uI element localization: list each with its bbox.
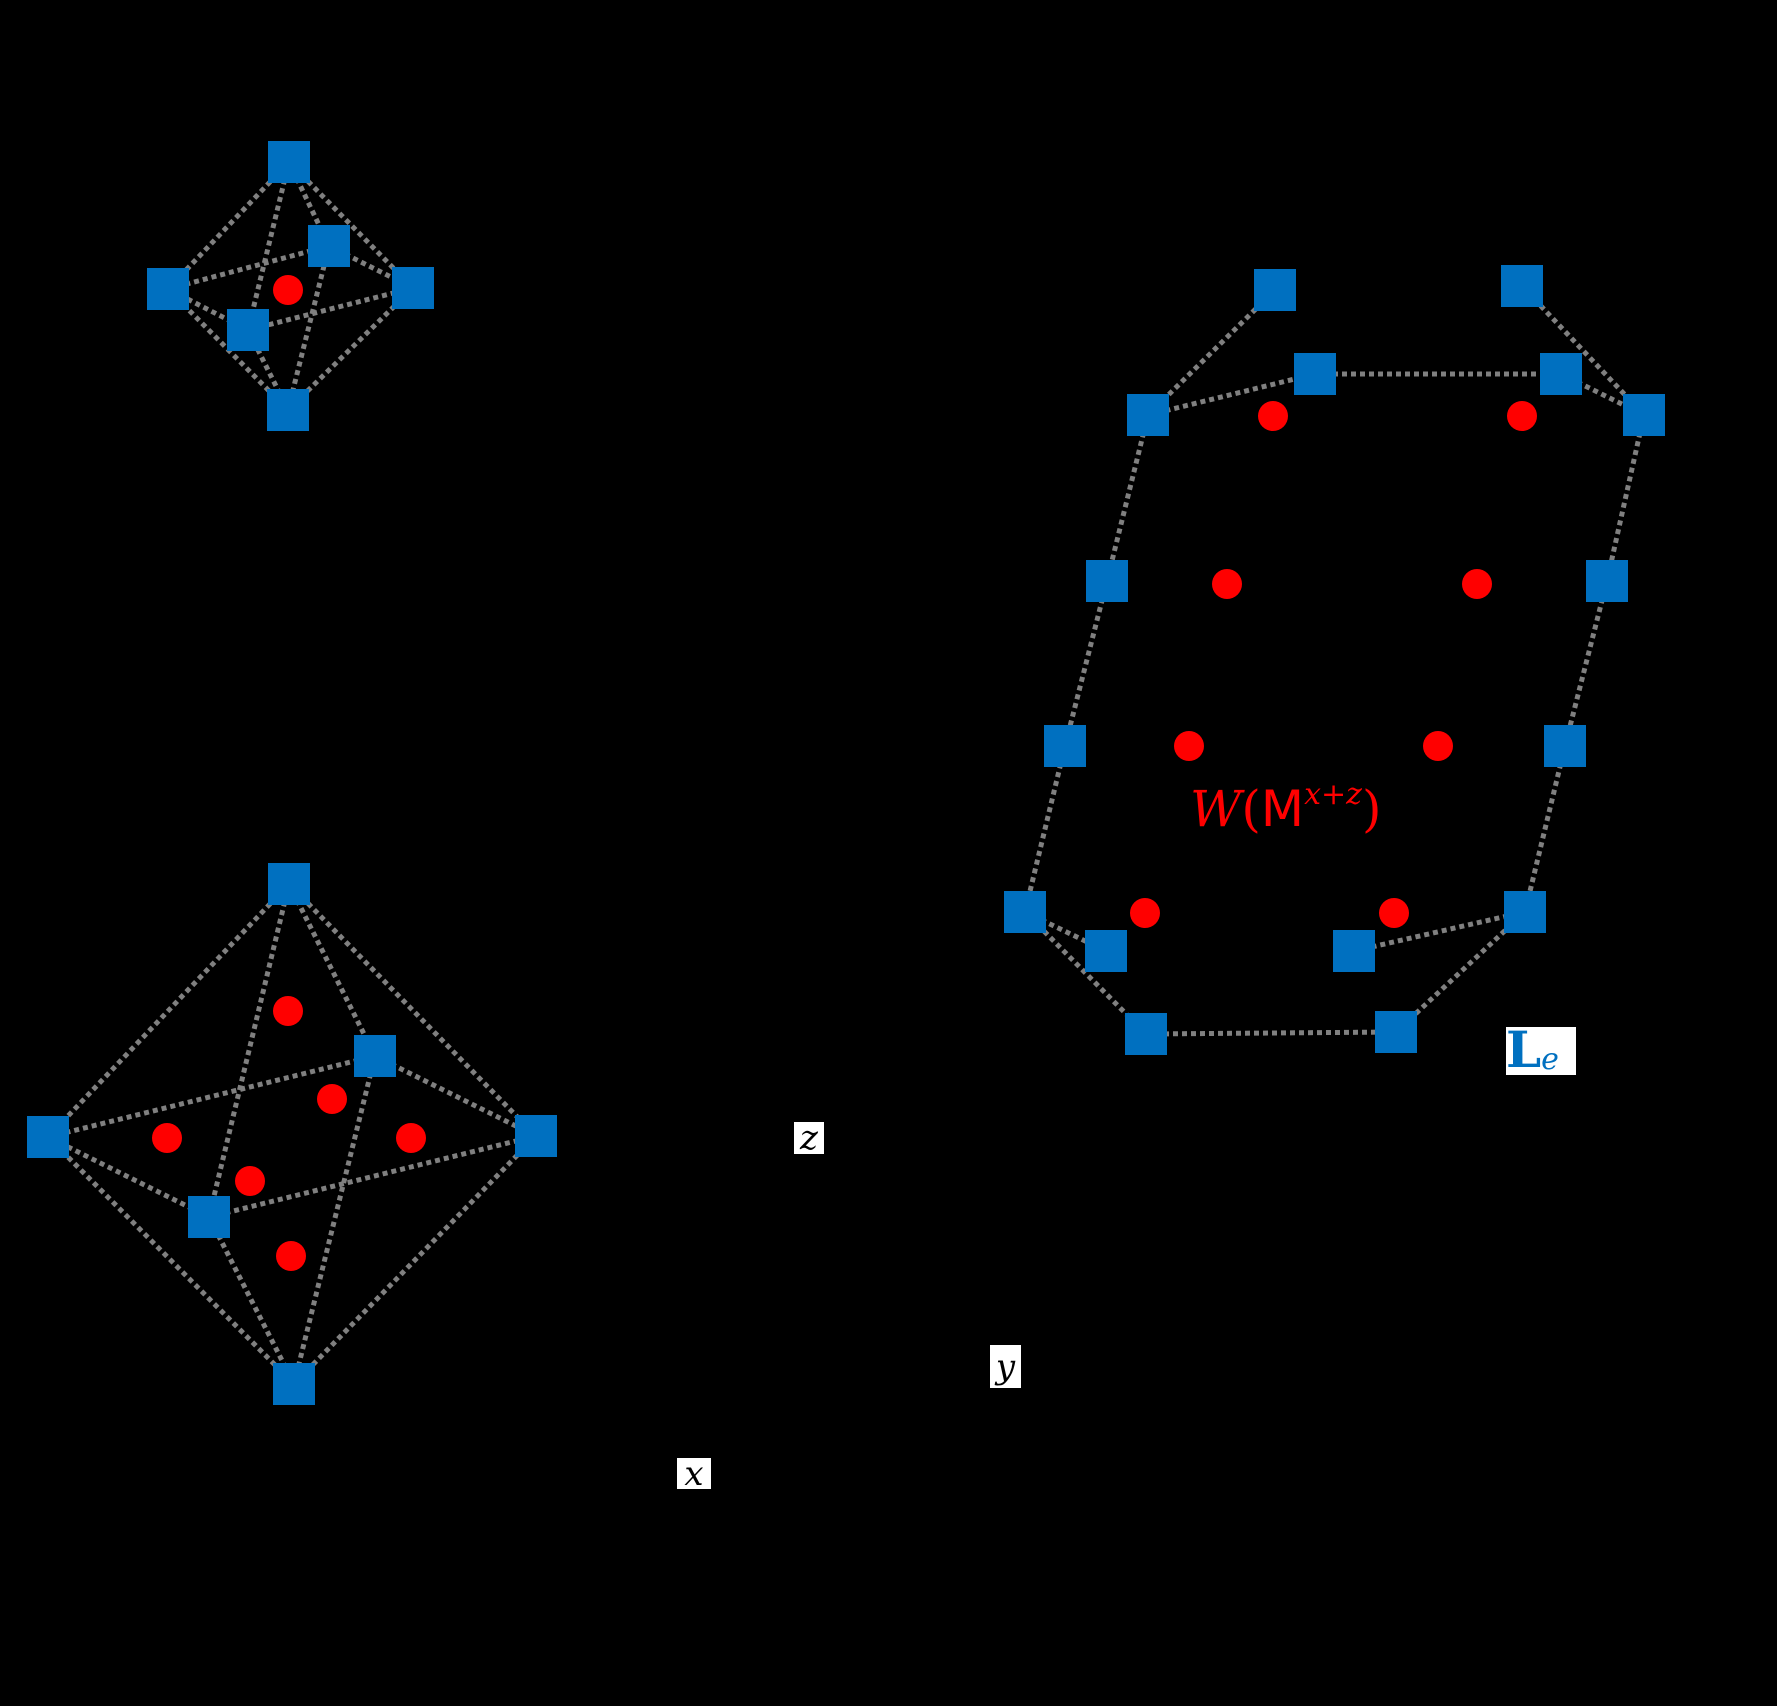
- prism-lattice-red-dot: [1174, 731, 1204, 761]
- large-octahedron-red-dot: [396, 1123, 426, 1153]
- prism-lattice-edge: [1062, 580, 1110, 747]
- prism-lattice-node-B: [1501, 265, 1543, 307]
- large-octahedron-edge: [47, 1053, 376, 1140]
- prism-lattice-edge: [1147, 371, 1316, 418]
- large-octahedron-red-dot: [235, 1166, 265, 1196]
- small-octahedron-node-left: [147, 268, 189, 310]
- prism-lattice-node-K: [1004, 891, 1046, 933]
- small-octahedron-node-top: [268, 141, 310, 183]
- prism-lattice-edge: [1522, 745, 1568, 913]
- small-octahedron-node-back: [308, 225, 350, 267]
- edges-layer: [46, 160, 1647, 1386]
- small-octahedron-edge: [286, 160, 332, 248]
- small-octahedron-edge: [167, 243, 330, 292]
- small-octahedron-edge: [285, 245, 332, 411]
- w-matrix-label: W(Mx+z): [1190, 777, 1381, 835]
- large-octahedron-edge: [206, 1215, 297, 1386]
- prism-lattice-red-dot: [1462, 569, 1492, 599]
- small-octahedron-node-right: [392, 267, 434, 309]
- prism-lattice-edge: [1604, 414, 1647, 582]
- large-octahedron-edge: [46, 1134, 211, 1220]
- small-octahedron-edge: [327, 243, 415, 291]
- large-octahedron-edge: [286, 882, 378, 1058]
- w-matrix-symbol: M: [1260, 780, 1305, 838]
- prism-lattice-node-N: [1333, 930, 1375, 972]
- prism-lattice-edge: [1353, 909, 1526, 954]
- large-octahedron-edge: [373, 1053, 538, 1139]
- prism-lattice-red-dot: [1258, 401, 1288, 431]
- axis-z-label: z: [794, 1121, 824, 1155]
- prism-lattice-edge: [1145, 1029, 1397, 1037]
- large-octahedron-node-bottom: [273, 1363, 315, 1405]
- prism-lattice-red-dot: [1423, 731, 1453, 761]
- large-octahedron-red-dot: [317, 1084, 347, 1114]
- prism-lattice-node-I: [1044, 725, 1086, 767]
- large-octahedron-edge: [206, 883, 292, 1218]
- large-octahedron-edge: [46, 882, 291, 1139]
- lattice-superscript: e: [1541, 1042, 1559, 1077]
- small-octahedron-node-front: [227, 309, 269, 351]
- prism-lattice-node-H: [1586, 560, 1628, 602]
- lattice-symbol: L: [1506, 1020, 1542, 1079]
- axis-y-label: y: [990, 1345, 1021, 1388]
- w-superscript: x+z: [1304, 777, 1362, 812]
- large-octahedron-edge: [292, 1134, 538, 1386]
- w-close-paren: ): [1361, 780, 1382, 838]
- prism-lattice-edge: [1022, 745, 1068, 913]
- nodes-layer: [27, 141, 1665, 1405]
- small-octahedron-edge: [245, 161, 292, 331]
- large-octahedron-edge: [208, 1133, 537, 1220]
- prism-lattice-node-P: [1375, 1011, 1417, 1053]
- large-octahedron-edge: [287, 882, 538, 1138]
- large-octahedron-node-front: [188, 1196, 230, 1238]
- small-octahedron-edge: [166, 160, 291, 291]
- prism-lattice-red-dot: [1507, 401, 1537, 431]
- large-octahedron-red-dot: [152, 1123, 182, 1153]
- w-symbol: W: [1190, 780, 1242, 838]
- prism-lattice-edge: [1559, 371, 1646, 418]
- prism-lattice-edge: [1146, 288, 1277, 417]
- large-octahedron-node-right: [515, 1115, 557, 1157]
- prism-lattice-node-G: [1086, 560, 1128, 602]
- prism-lattice-red-dot: [1130, 898, 1160, 928]
- prism-lattice-node-E: [1127, 394, 1169, 436]
- prism-lattice-edge: [1394, 910, 1527, 1034]
- prism-lattice-red-dot: [1212, 569, 1242, 599]
- prism-lattice-node-A: [1254, 269, 1296, 311]
- large-octahedron-edge: [46, 1135, 296, 1386]
- prism-lattice-node-C: [1294, 353, 1336, 395]
- prism-lattice-node-D: [1540, 353, 1582, 395]
- prism-lattice-node-O: [1125, 1013, 1167, 1055]
- prism-lattice-edge: [1562, 580, 1610, 747]
- large-octahedron-red-dot: [276, 1241, 306, 1271]
- small-octahedron-edge: [247, 285, 414, 333]
- prism-lattice-edge: [1520, 284, 1646, 417]
- small-octahedron-node-bottom: [267, 389, 309, 431]
- prism-lattice-edge: [1104, 414, 1151, 582]
- axis-x-label: x: [677, 1457, 711, 1491]
- large-octahedron-edge: [291, 1055, 378, 1385]
- dots-layer: [152, 275, 1537, 1271]
- prism-lattice-node-J: [1544, 725, 1586, 767]
- small-octahedron-red-dot: [273, 275, 303, 305]
- large-octahedron-node-back: [354, 1035, 396, 1077]
- large-octahedron-red-dot: [273, 996, 303, 1026]
- w-open-paren: (: [1241, 780, 1261, 838]
- prism-lattice-node-F: [1623, 394, 1665, 436]
- prism-lattice-red-dot: [1379, 898, 1409, 928]
- prism-lattice-node-L: [1504, 891, 1546, 933]
- prism-lattice-node-M: [1085, 930, 1127, 972]
- large-octahedron-node-top: [268, 863, 310, 905]
- large-octahedron-node-left: [27, 1116, 69, 1158]
